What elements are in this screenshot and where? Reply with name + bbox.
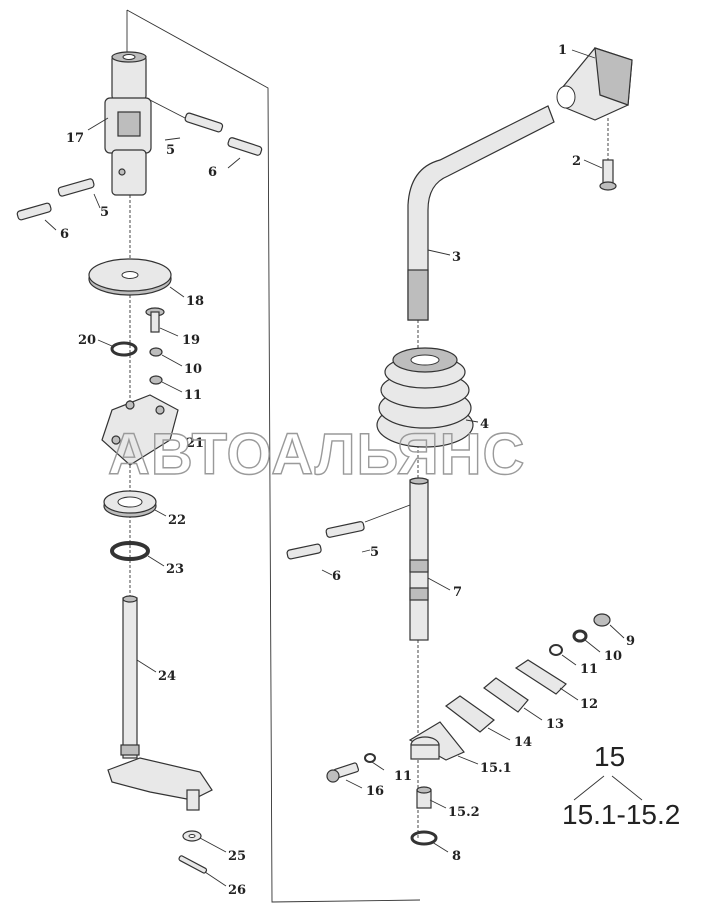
callout-26: 26 xyxy=(228,883,246,898)
callout-6-lower: 6 xyxy=(60,227,69,242)
callout-23: 23 xyxy=(166,562,184,577)
callout-10-right: 10 xyxy=(604,649,622,664)
callout-2: 2 xyxy=(572,154,581,169)
callout-17: 17 xyxy=(66,131,84,146)
callout-25: 25 xyxy=(228,849,246,864)
callout-19: 19 xyxy=(182,333,200,348)
nut-9 xyxy=(593,613,611,627)
cotter-pin xyxy=(178,855,208,874)
callout-15-1: 15.1 xyxy=(480,761,512,776)
assembly-bracket-left xyxy=(573,775,605,801)
shift-knob xyxy=(556,47,633,121)
callout-10-left: 10 xyxy=(184,362,202,377)
callout-21: 21 xyxy=(186,436,204,451)
washer-25 xyxy=(182,830,202,842)
callout-22: 22 xyxy=(168,513,186,528)
washer-11-right xyxy=(549,644,563,656)
nut-10-left xyxy=(149,347,163,357)
callout-5-right: 5 xyxy=(370,545,379,560)
washer-11-left xyxy=(149,375,163,385)
plate-12 xyxy=(514,659,567,695)
callout-6-upper: 6 xyxy=(208,165,217,180)
callout-5-lower: 5 xyxy=(100,205,109,220)
callout-1: 1 xyxy=(558,43,567,58)
bent-lever xyxy=(407,105,555,321)
universal-joint xyxy=(104,51,152,196)
ring-20 xyxy=(110,341,138,357)
washer-10-right xyxy=(572,629,588,643)
callout-3: 3 xyxy=(452,250,461,265)
pin-pair-upper xyxy=(149,99,263,156)
callout-4: 4 xyxy=(480,417,489,432)
callout-13: 13 xyxy=(546,717,564,732)
callout-11-left: 11 xyxy=(184,388,202,403)
callout-11-right: 11 xyxy=(580,662,598,677)
bolt-small xyxy=(145,307,165,333)
pin-pair-right xyxy=(286,504,411,560)
rubber-boot xyxy=(376,347,474,448)
ring-8 xyxy=(410,830,438,846)
knob-bolt xyxy=(599,118,617,191)
callout-9: 9 xyxy=(626,634,635,649)
flange-block xyxy=(101,394,179,466)
assembly-bracket-right xyxy=(611,775,643,801)
callout-15-2: 15.2 xyxy=(448,805,480,820)
callout-14: 14 xyxy=(514,735,532,750)
assembly-children: 15.1-15.2 xyxy=(562,799,680,830)
pin-pair-lower xyxy=(16,178,95,221)
callout-24: 24 xyxy=(158,669,176,684)
leader-lines xyxy=(44,49,625,887)
assembly-parent: 15 xyxy=(594,741,625,772)
snap-ring-23 xyxy=(110,541,150,561)
bearing xyxy=(103,490,157,518)
callout-18: 18 xyxy=(186,294,204,309)
lever-shaft xyxy=(107,595,213,811)
callout-20: 20 xyxy=(78,333,96,348)
plate-14 xyxy=(444,695,495,733)
washer-disc xyxy=(88,258,172,296)
callout-5-upper: 5 xyxy=(166,143,175,158)
callout-7: 7 xyxy=(453,585,462,600)
frame-line xyxy=(126,9,421,903)
bushing-15-2 xyxy=(416,786,432,809)
washer-11-lower xyxy=(364,753,376,763)
plate-13 xyxy=(483,677,529,713)
watermark-text: АВТОАЛЬЯНС xyxy=(108,422,525,487)
callout-16: 16 xyxy=(366,784,384,799)
callout-8: 8 xyxy=(452,849,461,864)
callout-6-right: 6 xyxy=(332,569,341,584)
bracket-15-1 xyxy=(408,721,465,761)
callout-12: 12 xyxy=(580,697,598,712)
callout-11-lower: 11 xyxy=(394,769,412,784)
lower-shaft xyxy=(409,477,429,641)
bolt-16 xyxy=(326,762,360,783)
